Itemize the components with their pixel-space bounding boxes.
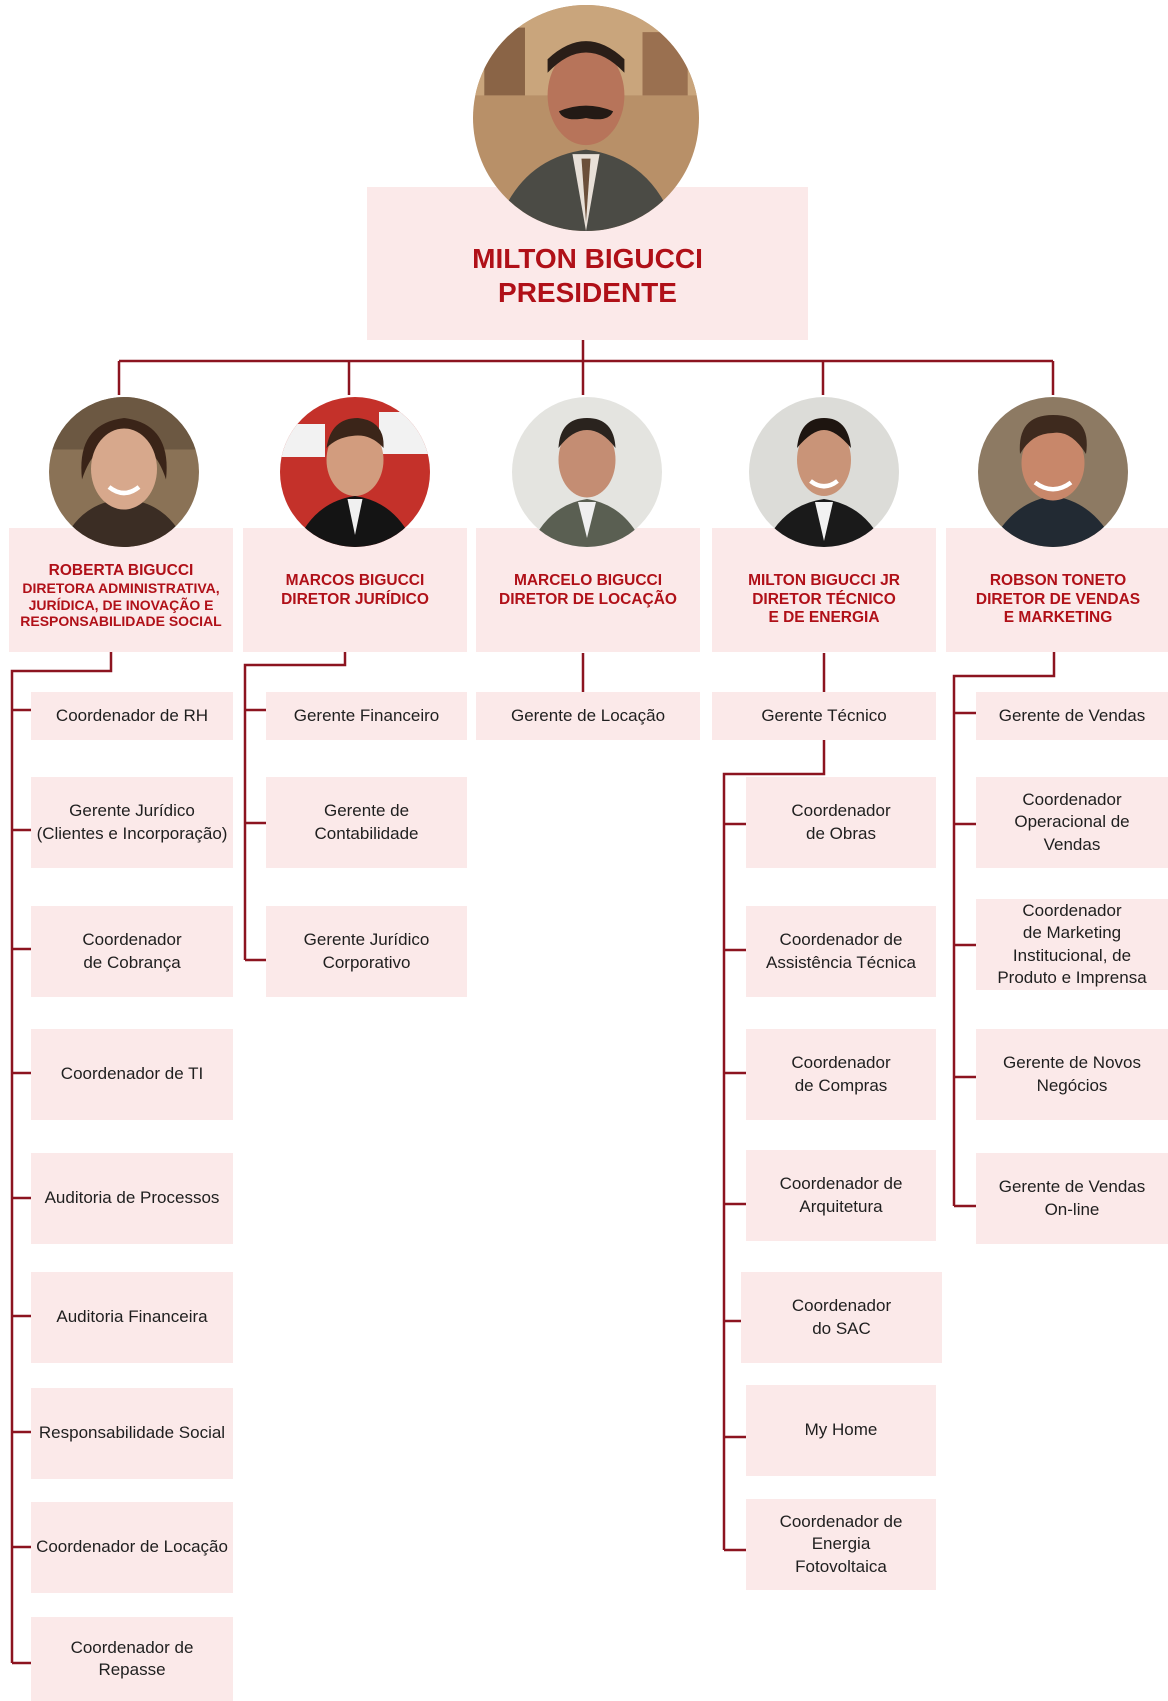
director-box-marcelo: MARCELO BIGUCCI DIRETOR DE LOCAÇÃO xyxy=(476,528,700,652)
role-label: Coordenador Operacional de Vendas xyxy=(1014,790,1130,854)
director-photo-robson xyxy=(978,397,1128,547)
role-label: Coordenador de RH xyxy=(55,705,209,725)
role-box: Gerente de Vendas On-line xyxy=(976,1153,1168,1244)
role-box: Coordenador de Cobrança xyxy=(31,906,233,997)
role-label: Coordenador de Cobrança xyxy=(82,930,182,972)
director-name: MARCELO BIGUCCI xyxy=(513,572,663,589)
role-box: Coordenador de Locação xyxy=(31,1502,233,1593)
role-label: Gerente de Vendas On-line xyxy=(998,1177,1146,1219)
director-name: ROBERTA BIGUCCI xyxy=(48,562,194,579)
role-label: Gerente Técnico xyxy=(761,705,887,725)
director-title: DIRETOR JURÍDICO xyxy=(281,590,429,608)
role-box: Responsabilidade Social xyxy=(31,1388,233,1479)
role-box: Coordenador de Compras xyxy=(746,1029,936,1120)
role-box: Coordenador de Repasse xyxy=(31,1617,233,1701)
role-box: Gerente de Novos Negócios xyxy=(976,1029,1168,1120)
role-box: Coordenador de Assistência Técnica xyxy=(746,906,936,997)
president-name: MILTON BIGUCCI xyxy=(472,242,703,274)
role-box: Gerente de Locação xyxy=(476,692,700,740)
director-title: DIRETOR DE LOCAÇÃO xyxy=(499,590,677,608)
role-label: Gerente de Novos Negócios xyxy=(1003,1053,1141,1095)
role-label: Gerente de Contabilidade xyxy=(314,801,419,843)
role-label: Gerente Jurídico (Clientes e Incorporaçã… xyxy=(36,801,228,843)
role-box: Coordenador de Arquitetura xyxy=(746,1150,936,1241)
director-photo-milton-jr xyxy=(749,397,899,547)
role-label: Coordenador de Assistência Técnica xyxy=(766,930,916,972)
director-title: DIRETOR TÉCNICO E DE ENERGIA xyxy=(752,590,896,627)
director-name: ROBSON TONETO xyxy=(989,572,1127,589)
role-box: Gerente Jurídico Corporativo xyxy=(266,906,467,997)
director-name: MILTON BIGUCCI JR xyxy=(748,572,900,589)
role-label: Auditoria Financeira xyxy=(56,1307,208,1327)
role-label: Gerente Financeiro xyxy=(293,705,440,725)
director-box-roberta: ROBERTA BIGUCCI DIRETORA ADMINISTRATIVA,… xyxy=(9,528,233,652)
director-box-marcos: MARCOS BIGUCCI DIRETOR JURÍDICO xyxy=(243,528,467,652)
director-photo-marcos xyxy=(280,397,430,547)
role-label: Gerente Jurídico Corporativo xyxy=(303,930,430,972)
role-box: Gerente Financeiro xyxy=(266,692,467,740)
director-title: DIRETORA ADMINISTRATIVA, JURÍDICA, DE IN… xyxy=(20,580,222,629)
role-box: Gerente de Contabilidade xyxy=(266,777,467,868)
role-label: Coordenador de Obras xyxy=(791,801,891,843)
role-label: Coordenador de Arquitetura xyxy=(779,1174,903,1216)
role-box: Auditoria Financeira xyxy=(31,1272,233,1363)
role-box: Coordenador de TI xyxy=(31,1029,233,1120)
role-label: Coordenador de Energia Fotovoltaica xyxy=(779,1512,903,1576)
director-name: MARCOS BIGUCCI xyxy=(285,572,425,589)
director-photo-roberta xyxy=(49,397,199,547)
director-title: DIRETOR DE VENDAS E MARKETING xyxy=(975,590,1141,627)
president-title: PRESIDENTE xyxy=(498,276,677,308)
role-box: My Home xyxy=(746,1385,936,1476)
role-label: Gerente de Vendas xyxy=(998,705,1146,725)
role-label: Coordenador de Locação xyxy=(36,1537,228,1557)
role-box: Auditoria de Processos xyxy=(31,1153,233,1244)
role-label: Coordenador de Marketing Institucional, … xyxy=(997,901,1147,987)
director-box-robson: ROBSON TONETO DIRETOR DE VENDAS E MARKET… xyxy=(946,528,1168,652)
role-box: Gerente de Vendas xyxy=(976,692,1168,740)
role-box: Gerente Técnico xyxy=(712,692,936,740)
director-box-milton-jr: MILTON BIGUCCI JR DIRETOR TÉCNICO E DE E… xyxy=(712,528,936,652)
role-label: Coordenador de TI xyxy=(60,1064,204,1084)
role-box: Coordenador de Obras xyxy=(746,777,936,868)
director-photo-marcelo xyxy=(512,397,662,547)
role-label: Coordenador do SAC xyxy=(791,1296,892,1338)
role-box: Gerente Jurídico (Clientes e Incorporaçã… xyxy=(31,777,233,868)
role-label: Coordenador de Repasse xyxy=(70,1637,194,1679)
role-box: Coordenador Operacional de Vendas xyxy=(976,777,1168,868)
role-label: Responsabilidade Social xyxy=(38,1423,226,1443)
role-label: Gerente de Locação xyxy=(510,705,666,725)
role-label: Coordenador de Compras xyxy=(791,1053,891,1095)
role-label: Auditoria de Processos xyxy=(44,1188,220,1208)
role-box: Coordenador de RH xyxy=(31,692,233,740)
role-label: My Home xyxy=(804,1420,878,1440)
role-box: Coordenador de Energia Fotovoltaica xyxy=(746,1499,936,1590)
role-box: Coordenador de Marketing Institucional, … xyxy=(976,899,1168,990)
president-photo xyxy=(473,5,699,231)
role-box: Coordenador do SAC xyxy=(741,1272,942,1363)
